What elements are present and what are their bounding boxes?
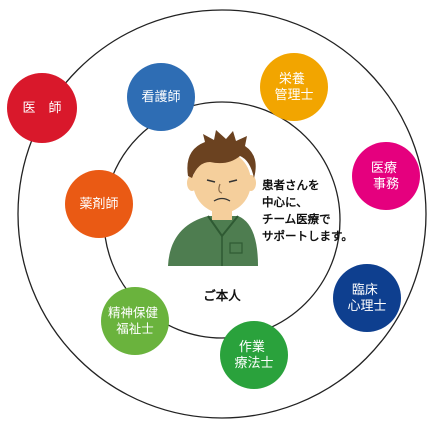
role-doctor-circle bbox=[7, 73, 77, 143]
center-message-line-2: 中心に、 bbox=[262, 195, 308, 209]
outer-ring bbox=[17, 9, 427, 419]
role-pharmacist-circle bbox=[65, 170, 133, 238]
center-message-line-4: サポートします。 bbox=[262, 229, 353, 243]
role-medical-clerk-line-1: 医療 bbox=[371, 161, 397, 176]
patient-nose bbox=[218, 183, 223, 194]
role-psychologist-label: 臨床 心理士 bbox=[347, 283, 386, 314]
center-message-line-3: チーム医療で bbox=[262, 212, 331, 226]
role-nurse-label: 看護師 bbox=[141, 89, 180, 105]
role-nurse-circle bbox=[127, 63, 195, 131]
role-doctor: 医 師 bbox=[7, 73, 77, 143]
role-dietitian-label: 栄養 管理士 bbox=[274, 71, 313, 103]
patient-face bbox=[193, 151, 251, 213]
role-pharmacist-label: 薬剤師 bbox=[79, 196, 118, 212]
role-psychologist: 臨床 心理士 bbox=[333, 264, 401, 332]
role-ot-label: 作業 療法士 bbox=[234, 339, 273, 371]
role-ot-line-2: 療法士 bbox=[234, 356, 273, 371]
role-psychologist-line-2: 心理士 bbox=[347, 299, 386, 314]
patient-eye-right bbox=[228, 179, 238, 183]
role-medical-clerk-line-2: 事務 bbox=[373, 177, 399, 192]
role-psw-line-2: 福祉士 bbox=[116, 321, 154, 336]
role-nurse: 看護師 bbox=[127, 63, 195, 131]
patient-label: ご本人 bbox=[203, 288, 241, 303]
role-dietitian-line-2: 管理士 bbox=[274, 88, 313, 103]
center-message-line-1: 患者さんを bbox=[262, 178, 320, 192]
role-ot-line-1: 作業 bbox=[239, 339, 265, 355]
role-nurse-line-1: 看護師 bbox=[141, 89, 180, 105]
role-ot-circle bbox=[220, 321, 288, 389]
role-psw-label: 精神保健 福祉士 bbox=[108, 305, 162, 336]
role-medical-clerk-label: 医療 事務 bbox=[371, 161, 401, 192]
role-psw-circle bbox=[101, 287, 169, 355]
role-pharmacist-line-1: 薬剤師 bbox=[79, 196, 118, 212]
patient-eye-left bbox=[206, 179, 216, 183]
role-dietitian-line-1: 栄養 bbox=[279, 71, 305, 87]
role-doctor-line-1: 医 師 bbox=[22, 101, 61, 116]
role-doctor-label: 医 師 bbox=[22, 101, 61, 116]
patient-hair bbox=[187, 130, 256, 178]
role-dietitian: 栄養 管理士 bbox=[260, 53, 328, 121]
patient-mouth bbox=[213, 197, 231, 202]
patient-illustration bbox=[168, 130, 258, 266]
patient-shirt-pocket bbox=[229, 242, 243, 254]
role-dietitian-circle bbox=[260, 53, 328, 121]
role-pharmacist: 薬剤師 bbox=[65, 170, 133, 238]
role-psw-line-1: 精神保健 bbox=[108, 305, 159, 320]
role-medical-clerk-circle bbox=[352, 142, 420, 210]
role-psw: 精神保健 福祉士 bbox=[101, 287, 169, 355]
role-medical-clerk: 医療 事務 bbox=[352, 142, 420, 210]
role-psychologist-circle bbox=[333, 264, 401, 332]
role-ot: 作業 療法士 bbox=[220, 321, 288, 389]
role-psychologist-line-1: 臨床 bbox=[352, 283, 378, 298]
center-message: 患者さんを 中心に、 チーム医療で サポートします。 bbox=[262, 178, 353, 243]
